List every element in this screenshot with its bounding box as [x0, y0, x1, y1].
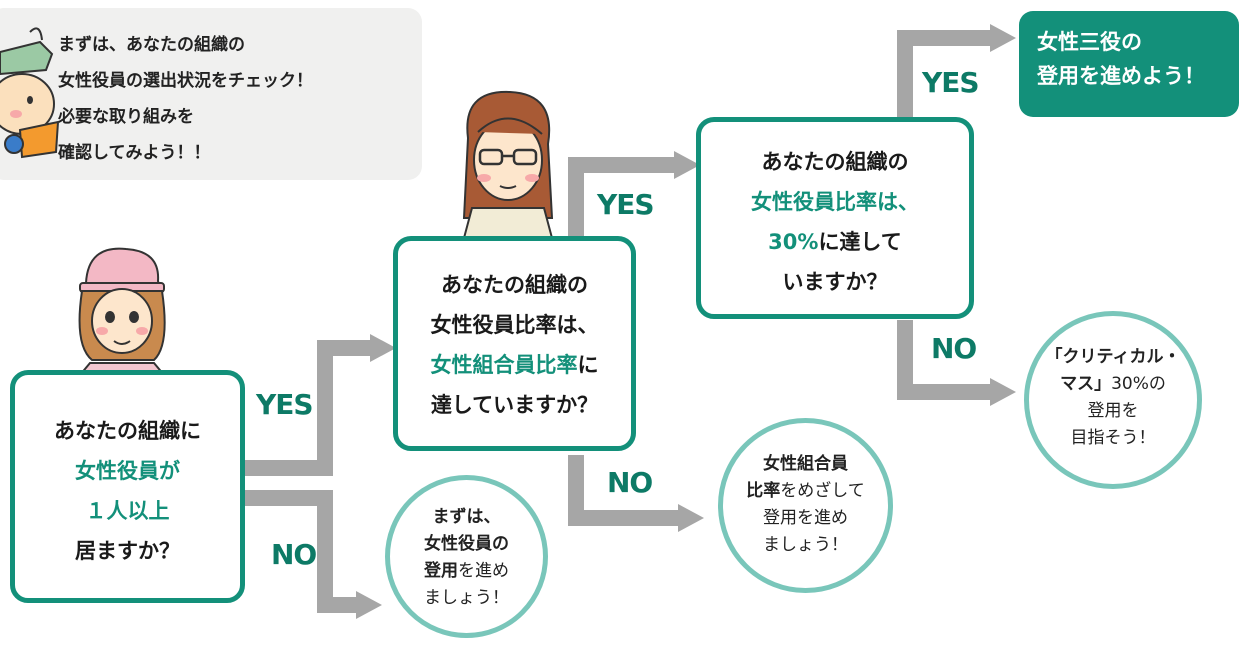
- q3-highlight: 女性役員比率は、: [751, 190, 919, 214]
- question-box-3: あなたの組織の 女性役員比率は、 30%に達して いますか？: [696, 117, 974, 319]
- circle2-line: 女性組合員: [763, 454, 848, 474]
- q2-highlight: 女性組合員比率: [430, 353, 578, 377]
- result-circle-1: まずは、 女性役員の 登用を進め ましょう！: [385, 475, 548, 638]
- office-woman-illustration: [462, 90, 554, 238]
- q3-line: 30%に達して: [701, 222, 969, 262]
- circle2-line: 比率をめざして: [723, 478, 888, 505]
- result-box-top: 女性三役の 登用を進めよう！: [1019, 11, 1239, 117]
- no-label-2: NO: [607, 466, 653, 499]
- arrowhead-no2: [678, 504, 704, 532]
- arrow-yes1: [240, 340, 372, 476]
- q3-highlight: 30%: [768, 230, 819, 254]
- result-line: 登用を進めよう！: [1037, 64, 1205, 88]
- circle1-line-tail: を進め: [458, 561, 509, 581]
- arrow-yes3: [897, 30, 992, 120]
- circle1-line: ましょう！: [424, 588, 509, 608]
- q1-highlight: １人以上: [85, 499, 170, 523]
- circle2-emphasis: 比率: [746, 481, 781, 501]
- circle1-emphasis: 登用: [424, 561, 458, 581]
- question-box-1: あなたの組織に 女性役員が １人以上 居ますか？: [10, 370, 245, 603]
- mascot-illustration: [0, 27, 60, 159]
- q3-line: あなたの組織の: [761, 150, 909, 174]
- intro-speech-bubble: まずは、あなたの組織の 女性役員の選出状況をチェック！ 必要な取り組みを 確認し…: [0, 8, 422, 180]
- circle3-line: 目指そう！: [1070, 428, 1156, 448]
- circle1-line: まずは、: [432, 507, 501, 527]
- circle3-line: 「クリティカル・: [1045, 347, 1181, 367]
- intro-line: まずは、あなたの組織の: [58, 35, 245, 55]
- circle3-emphasis: マス」: [1060, 374, 1112, 394]
- q1-line: あなたの組織に: [54, 419, 201, 443]
- arrowhead-no3: [990, 378, 1016, 406]
- circle2-line: 登用を進め: [763, 508, 848, 528]
- arrowhead-no1: [356, 591, 382, 619]
- arrow-yes2: [568, 157, 676, 240]
- worker-woman-illustration: [78, 247, 166, 375]
- yes-label-3: YES: [922, 66, 980, 99]
- result-line: 女性三役の: [1037, 30, 1142, 54]
- no-label-3: NO: [931, 332, 977, 365]
- result-circle-2: 女性組合員 比率をめざして 登用を進め ましょう！: [718, 418, 893, 593]
- yes-label-1: YES: [256, 388, 314, 421]
- intro-line: 必要な取り組みを: [58, 107, 194, 127]
- q2-line: 女性組合員比率に: [398, 345, 631, 385]
- q3-line: いますか？: [782, 270, 888, 294]
- arrow-no3: [897, 320, 992, 400]
- circle1-line: 登用を進め: [390, 558, 543, 585]
- result-circle-3: 「クリティカル・ マス」30%の 登用を 目指そう！: [1024, 311, 1202, 489]
- intro-line: 女性役員の選出状況をチェック！: [58, 71, 313, 91]
- question-box-2: あなたの組織の 女性役員比率は、 女性組合員比率に 達していますか？: [393, 236, 636, 451]
- arrowhead-yes3: [990, 24, 1016, 52]
- circle2-line: ましょう！: [763, 535, 848, 555]
- circle1-line: 女性役員の: [424, 534, 509, 554]
- q3-line-tail: に達して: [818, 230, 902, 254]
- q1-line: 居ますか？: [75, 539, 180, 563]
- q1-highlight: 女性役員が: [75, 459, 180, 483]
- q2-line: あなたの組織の: [441, 273, 588, 297]
- intro-line: 確認してみよう！！: [58, 143, 211, 163]
- q2-line: 女性役員比率は、: [430, 313, 599, 337]
- arrowhead-yes1: [370, 334, 396, 362]
- circle2-line-tail: をめざして: [780, 481, 865, 501]
- circle3-line: マス」30%の: [1029, 371, 1197, 398]
- arrowhead-yes2: [674, 151, 700, 179]
- no-label-1: NO: [271, 538, 317, 571]
- q2-line: 達していますか？: [430, 393, 599, 417]
- arrow-no2: [568, 455, 680, 526]
- arrow-no1: [240, 490, 358, 613]
- circle3-line: 登用を: [1087, 401, 1139, 421]
- yes-label-2: YES: [597, 188, 655, 221]
- q2-line-tail: に: [577, 353, 599, 377]
- circle3-line-tail: 30%の: [1111, 374, 1166, 394]
